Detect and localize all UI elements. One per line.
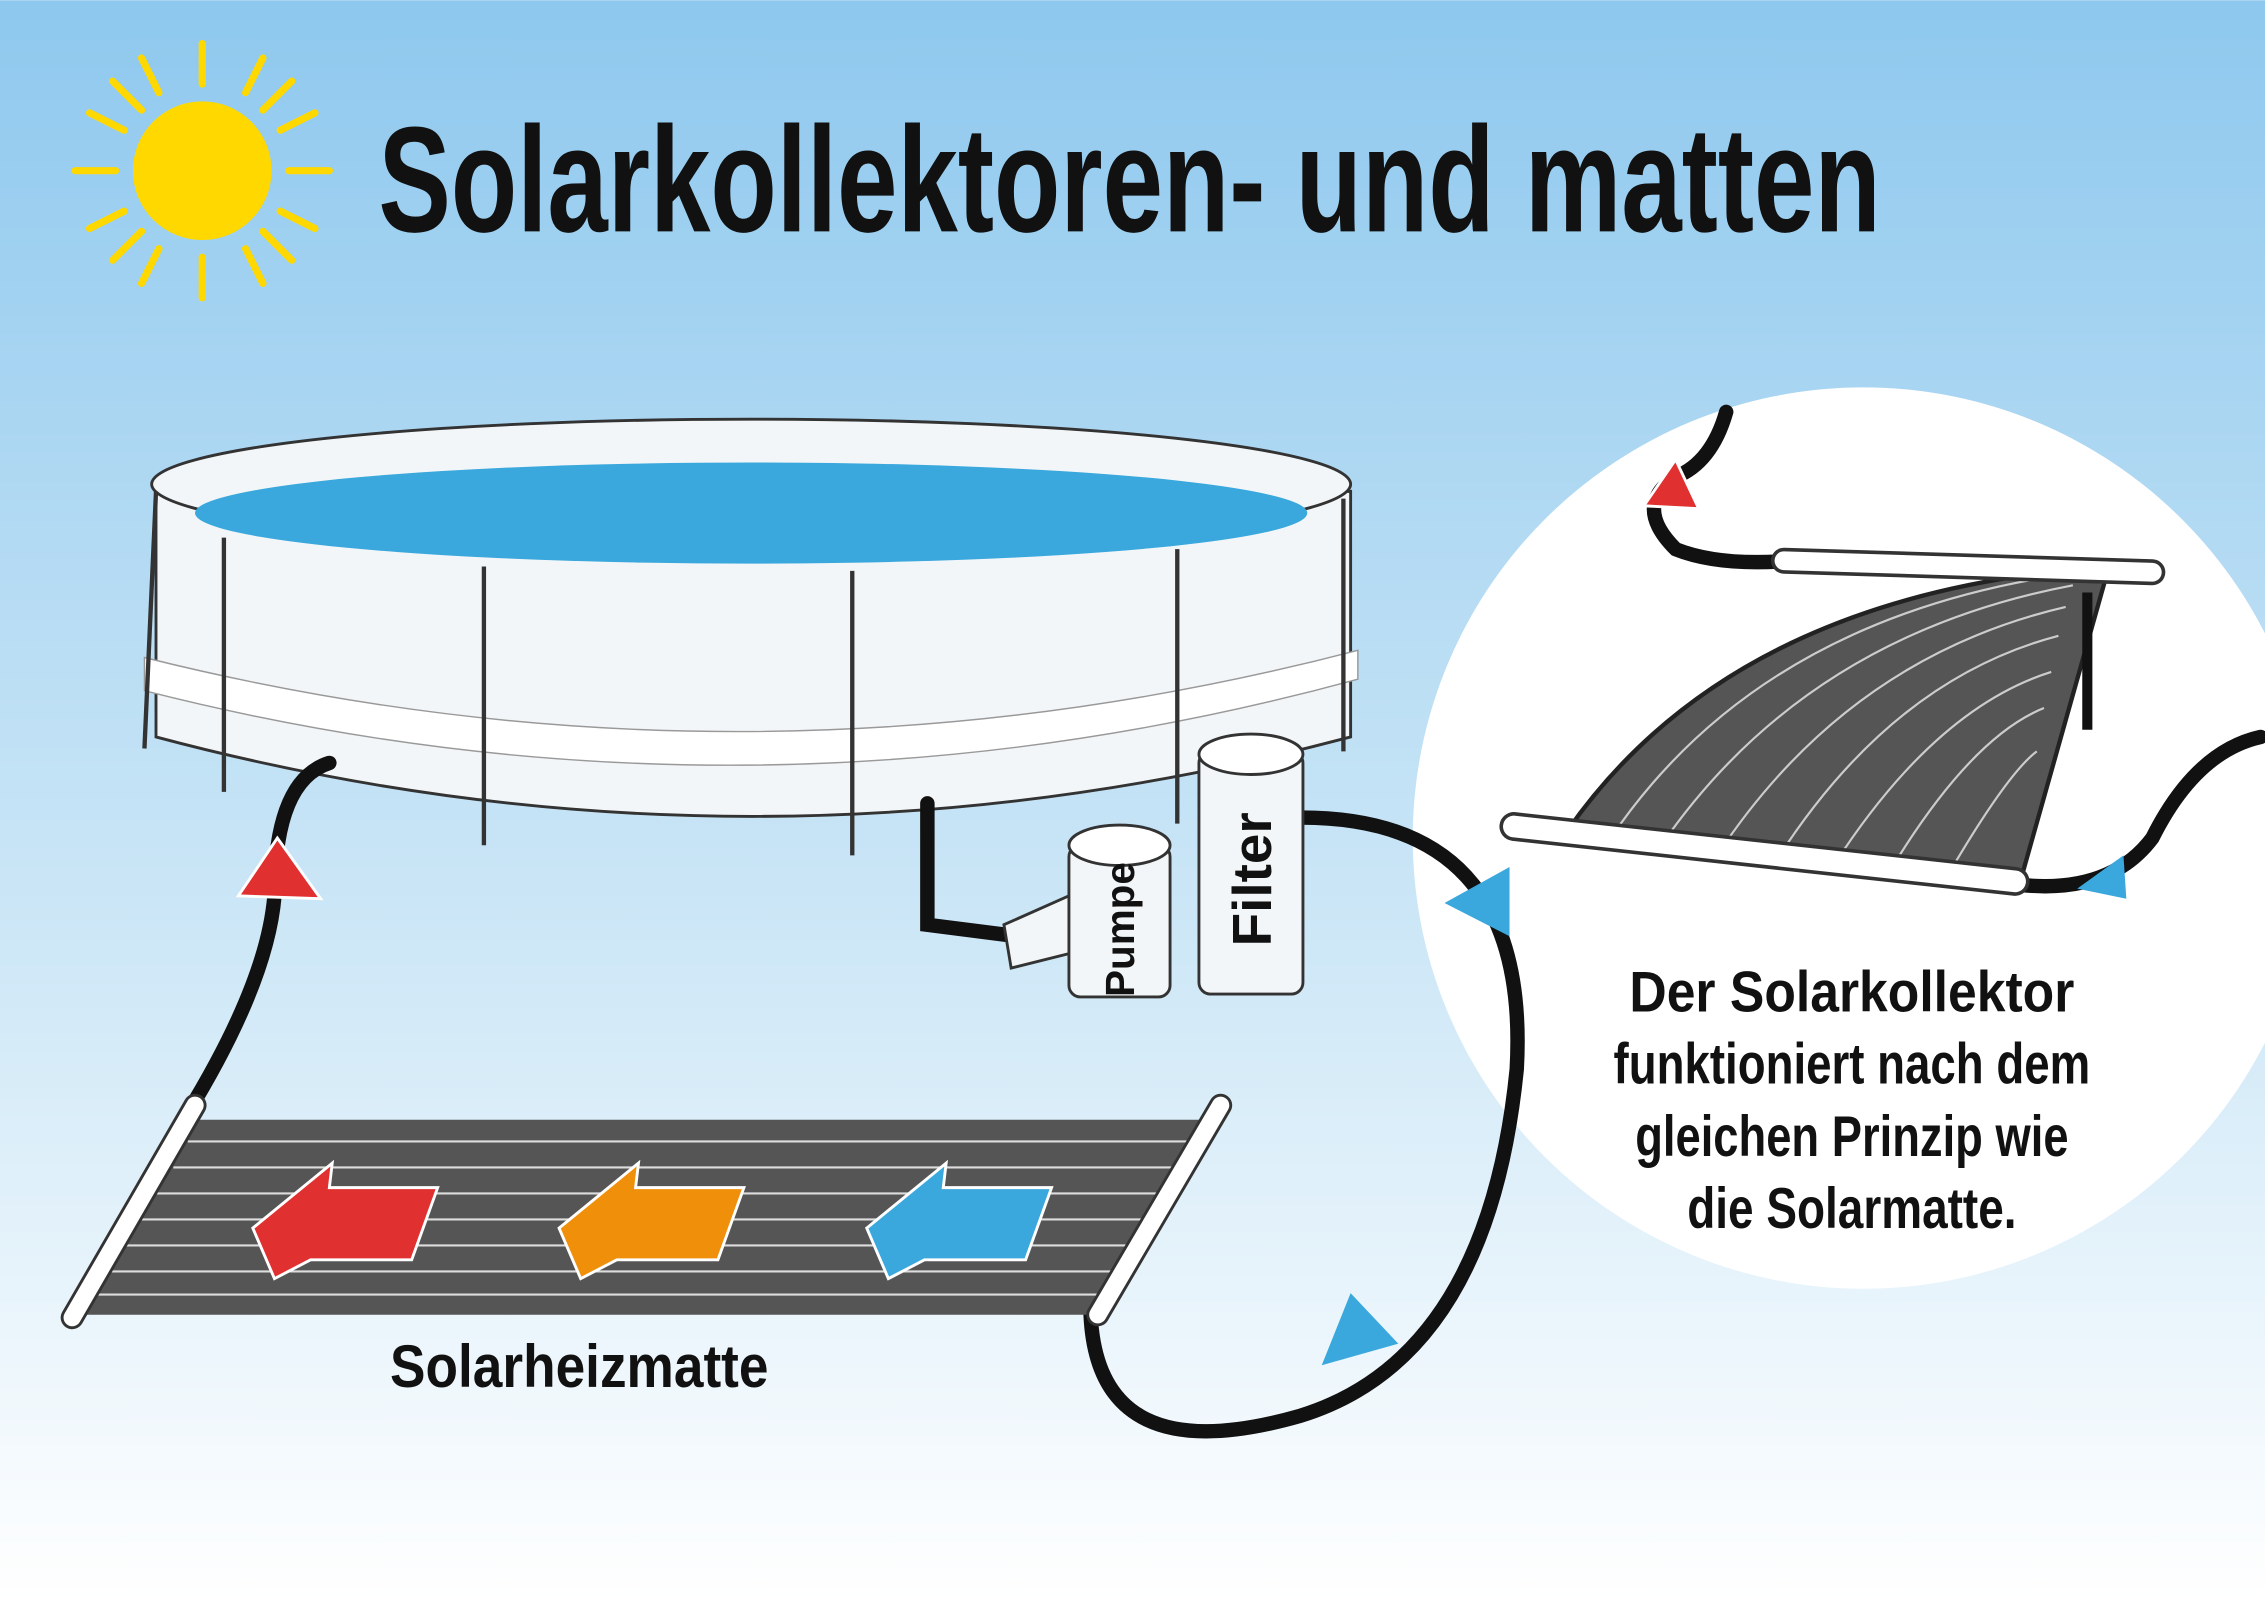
pump-label: Pumpe <box>1097 862 1143 997</box>
solar-mat <box>60 1093 1233 1330</box>
collector-note-line: gleichen Prinzip wie <box>1635 1105 2068 1169</box>
collector-note-line: Der Solarkollektor <box>1629 960 2074 1024</box>
cold-arrow-icon <box>864 1159 1054 1281</box>
collector-note-line: die Solarmatte. <box>1687 1177 2016 1241</box>
filter-label: Filter <box>1221 812 1283 946</box>
flow-arrow-up-icon <box>235 835 324 901</box>
flow-arrow-collector-in-icon <box>2077 855 2127 899</box>
page-title: Solarkollektoren- und matten <box>378 95 1880 263</box>
mat-label: Solarheizmatte <box>390 1332 768 1400</box>
hoses <box>180 404 2265 1439</box>
flow-arrow-left-icon <box>1321 1293 1399 1366</box>
pump: Pumpe <box>1002 823 1172 999</box>
collector-note: Der Solarkollektor funktioniert nach dem… <box>1614 960 2091 1241</box>
collector-note-line: funktioniert nach dem <box>1614 1033 2091 1097</box>
pool <box>142 417 1359 856</box>
flow-arrow-down-icon <box>1444 866 1510 937</box>
solar-collector <box>1499 547 2166 896</box>
warm-arrow-icon <box>557 1159 746 1281</box>
filter: Filter <box>1197 732 1305 996</box>
hot-arrow-icon <box>251 1159 440 1281</box>
sun-icon <box>71 39 333 302</box>
flow-arrow-collector-out-icon <box>1641 456 1702 511</box>
